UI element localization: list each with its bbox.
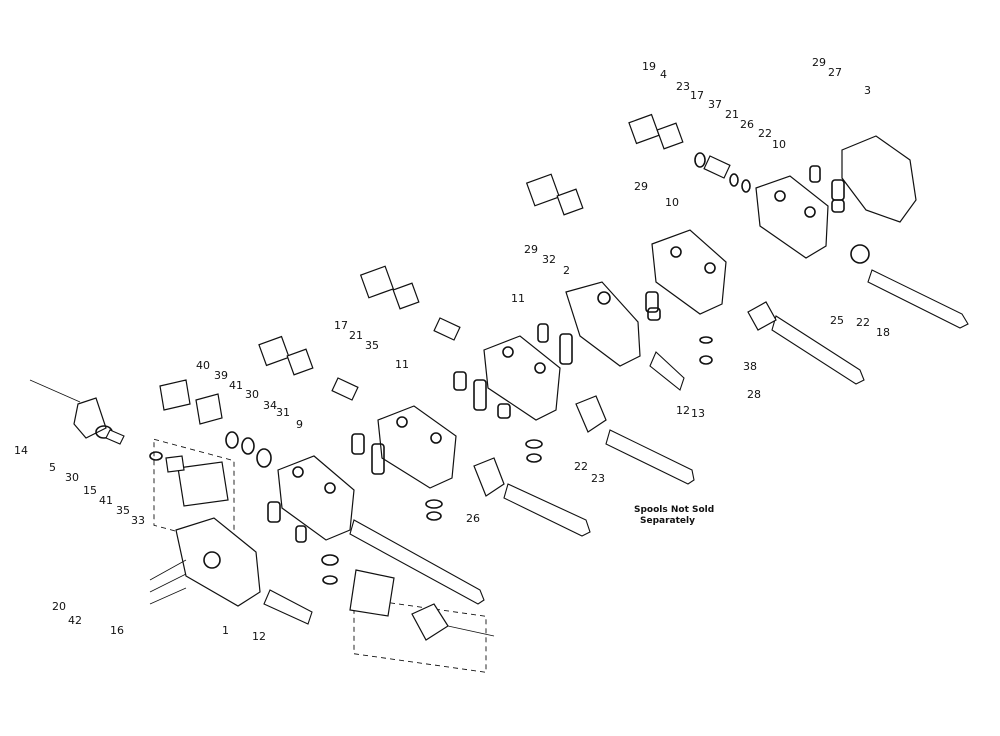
callout-12: 12	[676, 404, 690, 417]
callout-1: 1	[222, 624, 229, 637]
callout-41: 41	[99, 494, 113, 507]
inlet-cover-2	[565, 281, 641, 367]
callout-21: 21	[349, 329, 363, 342]
callout-5: 5	[49, 461, 56, 474]
note-line-2: Separately	[640, 516, 695, 526]
callout-29: 29	[812, 56, 826, 69]
callout-29: 29	[524, 243, 538, 256]
callout-30: 30	[245, 388, 259, 401]
callout-27: 27	[828, 66, 842, 79]
callout-28: 28	[747, 388, 761, 401]
valve-section-10-mid	[651, 229, 727, 315]
valve-section-9	[277, 455, 355, 541]
callout-29: 29	[634, 180, 648, 193]
callout-21: 21	[725, 108, 739, 121]
callout-26: 26	[466, 512, 480, 525]
callout-2: 2	[563, 264, 570, 277]
callout-12: 12	[252, 630, 266, 643]
callout-22: 22	[574, 460, 588, 473]
callout-25: 25	[830, 314, 844, 327]
callout-33: 33	[131, 514, 145, 527]
callout-35: 35	[116, 504, 130, 517]
valve-section-10-top	[755, 175, 829, 259]
callout-40: 40	[196, 359, 210, 372]
callout-20: 20	[52, 600, 66, 613]
callout-31: 31	[276, 406, 290, 419]
section-fifth	[149, 379, 487, 673]
callout-17: 17	[334, 319, 348, 332]
inlet-cover-1	[175, 517, 261, 607]
callout-14: 14	[14, 444, 28, 457]
callout-19: 19	[642, 60, 656, 73]
callout-18: 18	[876, 326, 890, 339]
callout-32: 32	[542, 253, 556, 266]
callout-41: 41	[229, 379, 243, 392]
callout-30: 30	[65, 471, 79, 484]
callout-34: 34	[263, 399, 277, 412]
callout-10: 10	[772, 138, 786, 151]
callout-26: 26	[740, 118, 754, 131]
callout-15: 15	[83, 484, 97, 497]
callout-38: 38	[743, 360, 757, 373]
callout-22: 22	[856, 316, 870, 329]
callout-42: 42	[68, 614, 82, 627]
valve-section-11-mid	[483, 335, 561, 421]
callout-39: 39	[214, 369, 228, 382]
callout-10: 10	[665, 196, 679, 209]
note-line-1: Spools Not Sold	[634, 505, 714, 515]
section-third	[359, 265, 695, 485]
callout-17: 17	[690, 89, 704, 102]
callout-3: 3	[864, 84, 871, 97]
callout-37: 37	[708, 98, 722, 111]
callout-22: 22	[758, 127, 772, 140]
callout-16: 16	[110, 624, 124, 637]
callout-11: 11	[511, 292, 525, 305]
callout-13: 13	[691, 407, 705, 420]
section-second	[525, 173, 865, 391]
end-cover-3	[841, 135, 917, 223]
section-fourth	[258, 335, 591, 537]
callout-9: 9	[296, 418, 303, 431]
callout-4: 4	[660, 68, 667, 81]
callout-35: 35	[365, 339, 379, 352]
valve-section-11-low	[377, 405, 457, 489]
section-bottom-left	[29, 379, 495, 641]
section-top-right	[628, 113, 969, 329]
callout-23: 23	[591, 472, 605, 485]
callout-11: 11	[395, 358, 409, 371]
callout-23: 23	[676, 80, 690, 93]
